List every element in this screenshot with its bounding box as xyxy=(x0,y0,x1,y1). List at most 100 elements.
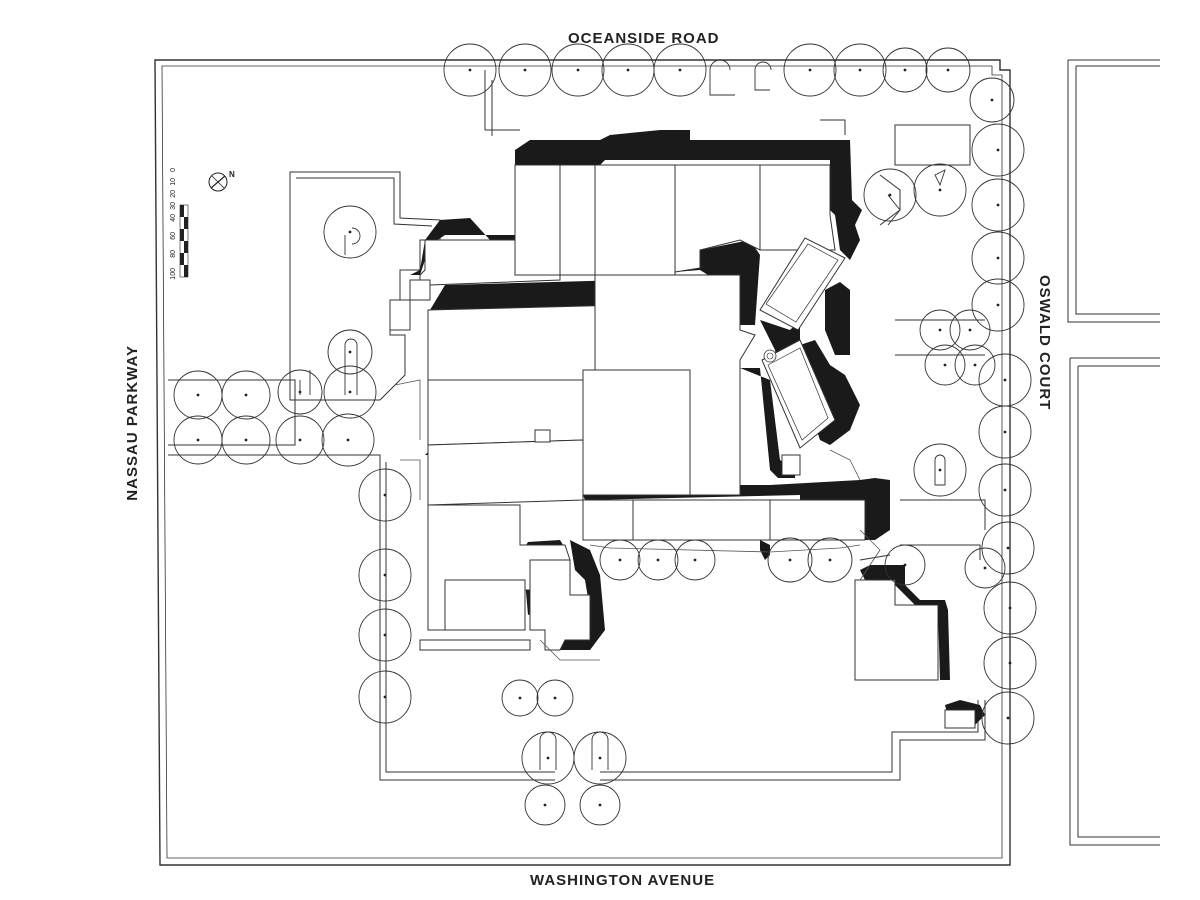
tree-trunk xyxy=(828,558,832,562)
tree-canopy xyxy=(919,309,961,351)
tree-trunk xyxy=(546,756,550,760)
tree-canopy xyxy=(971,178,1025,232)
tree-canopy xyxy=(971,231,1025,285)
tree-canopy xyxy=(653,43,707,97)
tree-trunk xyxy=(468,68,472,72)
tree-canopy xyxy=(913,163,967,217)
building-footprints xyxy=(389,164,976,729)
scale-tick-label: 30 xyxy=(170,202,177,210)
tree-canopy xyxy=(882,47,928,93)
tree-canopy xyxy=(323,365,377,419)
tree-trunk xyxy=(1008,606,1012,610)
tree-canopy xyxy=(551,43,605,97)
tree-trunk xyxy=(576,68,580,72)
tree-trunk xyxy=(523,68,527,72)
tree-trunk xyxy=(938,328,942,332)
tree-canopy xyxy=(674,539,716,581)
tree-canopy xyxy=(277,369,323,415)
tree-canopy xyxy=(981,691,1035,745)
tree-trunk xyxy=(244,438,248,442)
scale-tick-label: 40 xyxy=(170,214,177,222)
scale-tick-label: 80 xyxy=(170,250,177,258)
tree-canopy xyxy=(579,784,621,826)
tree-trunk xyxy=(946,68,950,72)
tree-trunk xyxy=(938,468,942,472)
tree-trunk xyxy=(858,68,862,72)
tree-trunk xyxy=(996,256,1000,260)
tree-trunk xyxy=(383,573,387,577)
tree-trunk xyxy=(298,438,302,442)
tree-canopy xyxy=(884,544,926,586)
tree-trunk xyxy=(943,363,947,367)
tree-trunk xyxy=(543,803,547,807)
tree-trunk xyxy=(348,350,352,354)
tree-canopy xyxy=(536,679,574,717)
tree-trunk xyxy=(903,563,907,567)
scale-tick-label: 10 xyxy=(170,178,177,186)
tree-trunk xyxy=(788,558,792,562)
tree-trunk xyxy=(346,438,350,442)
tree-canopy xyxy=(498,43,552,97)
adjacent-blocks xyxy=(1067,59,1160,846)
tree-trunk xyxy=(903,68,907,72)
north-arrow-icon xyxy=(208,172,228,192)
tree-trunk xyxy=(618,558,622,562)
tree-canopy xyxy=(863,168,917,222)
tree-canopy xyxy=(969,77,1015,123)
tree-canopy xyxy=(783,43,837,97)
tree-trunk xyxy=(990,98,994,102)
scale-labels: 0 10 20 30 40 60 80 100 xyxy=(170,168,240,288)
tree-trunk xyxy=(1003,378,1007,382)
scale-tick-label: 20 xyxy=(170,190,177,198)
north-arrow-label: N xyxy=(229,170,235,179)
tree-canopy xyxy=(327,329,373,375)
tree-trunk xyxy=(1003,488,1007,492)
tree-trunk xyxy=(348,230,352,234)
tree-trunk xyxy=(678,68,682,72)
tree-trunk xyxy=(983,566,987,570)
scale-tick-label: 60 xyxy=(170,232,177,240)
tree-canopy xyxy=(925,47,971,93)
tree-canopy xyxy=(221,370,271,420)
tree-canopy xyxy=(978,463,1032,517)
tree-trunk xyxy=(196,438,200,442)
tree-canopy xyxy=(971,123,1025,177)
tree-trunk xyxy=(973,363,977,367)
tree-trunk xyxy=(1008,661,1012,665)
tree-canopy xyxy=(913,443,967,497)
tree-trunk xyxy=(1006,546,1010,550)
tree-trunk xyxy=(938,188,942,192)
tree-trunk xyxy=(518,696,522,700)
tree-canopy xyxy=(971,278,1025,332)
tree-trunk xyxy=(808,68,812,72)
tree-trunk xyxy=(693,558,697,562)
street-label-south: WASHINGTON AVENUE xyxy=(530,872,716,889)
tree-canopy xyxy=(978,405,1032,459)
tree-trunk xyxy=(196,393,200,397)
tree-canopy xyxy=(599,539,641,581)
tree-trunk xyxy=(598,756,602,760)
tree-canopy xyxy=(358,608,412,662)
tree-canopy xyxy=(358,468,412,522)
tree-trunk xyxy=(598,803,602,807)
tree-canopy xyxy=(983,581,1037,635)
tree-trunk xyxy=(996,148,1000,152)
tree-canopy xyxy=(637,539,679,581)
tree-trunk xyxy=(996,203,1000,207)
tree-canopy xyxy=(949,309,991,351)
tree-canopy xyxy=(323,205,377,259)
tree-trunk xyxy=(348,390,352,394)
tree-trunk xyxy=(383,633,387,637)
tree-canopy xyxy=(501,679,539,717)
tree-canopy xyxy=(358,670,412,724)
street-label-north: OCEANSIDE ROAD xyxy=(568,30,720,47)
tree-canopy xyxy=(524,784,566,826)
tree-canopy xyxy=(321,413,375,467)
street-label-west: NASSAU PARKWAY xyxy=(124,345,141,501)
tree-canopy xyxy=(954,344,996,386)
tree-canopy xyxy=(767,537,813,583)
tree-trunk xyxy=(996,303,1000,307)
planters xyxy=(299,59,946,770)
tree-canopy xyxy=(924,344,966,386)
